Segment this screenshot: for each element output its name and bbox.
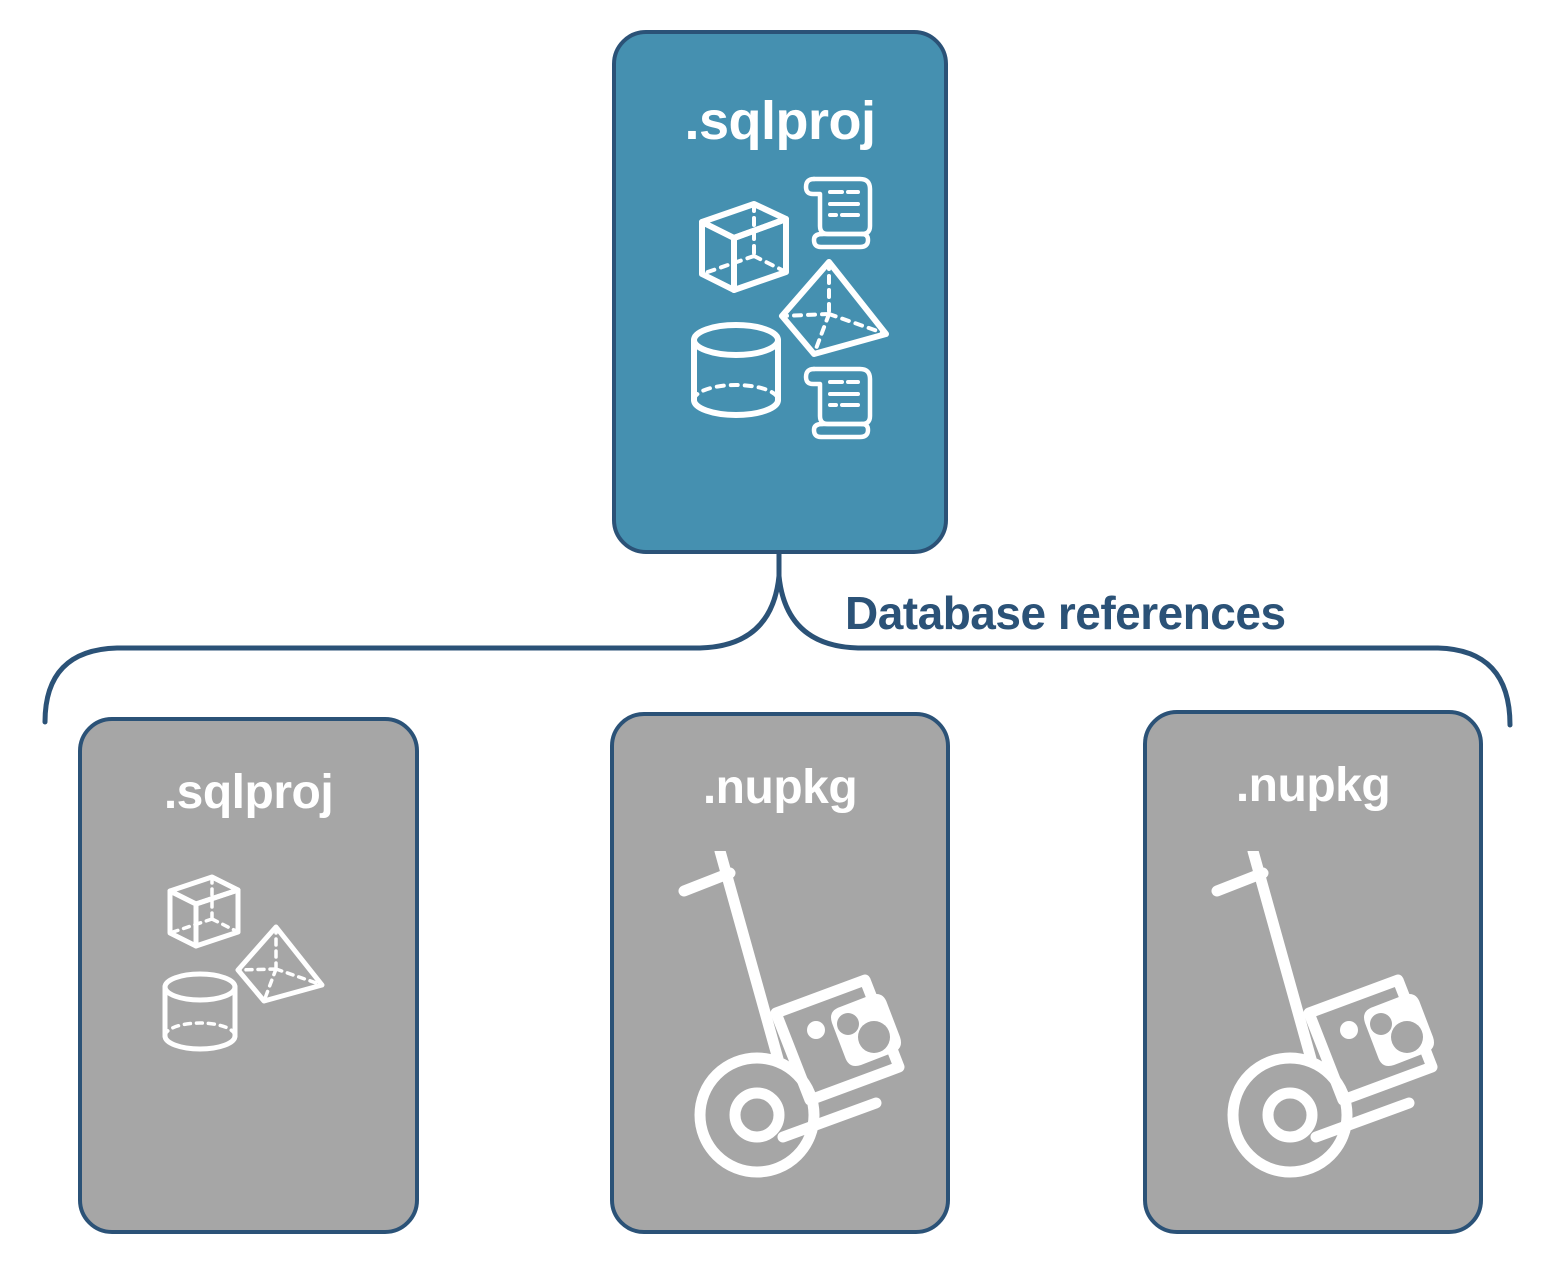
- pyramid-icon: [779, 259, 889, 357]
- hand-truck-package-svg: [678, 845, 905, 1178]
- connector-label: Database references: [845, 587, 1286, 639]
- node-child-nupkg-2-label: .nupkg: [1235, 759, 1391, 812]
- nuget-glyph: [1340, 994, 1434, 1066]
- child-sqlproj-icons-svg: [162, 874, 325, 1052]
- pyramid-icon: [235, 924, 325, 1004]
- node-child-nupkg-2[interactable]: .nupkg: [1143, 710, 1483, 1234]
- parent-icons-svg: [691, 176, 889, 440]
- scroll-icon: [803, 366, 873, 440]
- node-child-nupkg-1[interactable]: .nupkg: [610, 712, 950, 1234]
- nuget-glyph: [807, 994, 901, 1066]
- cube-icon: [167, 874, 241, 949]
- nuget-glyph-holes: [1370, 1013, 1423, 1053]
- node-parent-sqlproj[interactable]: .sqlproj: [612, 30, 948, 554]
- node-child-nupkg-1-label: .nupkg: [702, 761, 858, 814]
- node-child-sqlproj-label: .sqlproj: [163, 766, 334, 819]
- nuget-glyph-holes: [837, 1013, 890, 1053]
- hand-truck-package-icon: [1211, 845, 1438, 1178]
- parent-icon-cluster: [674, 164, 894, 444]
- child-nupkg-1-icon: [654, 845, 914, 1191]
- brace-path: [42, 573, 1513, 728]
- node-parent-label: .sqlproj: [684, 91, 876, 151]
- hand-truck-package-icon: [678, 845, 905, 1178]
- child-nupkg-2-icon: [1187, 845, 1447, 1191]
- cylinder-icon: [691, 322, 781, 418]
- cylinder-icon: [162, 971, 238, 1052]
- cube-icon: [699, 201, 789, 293]
- node-child-sqlproj[interactable]: .sqlproj: [78, 717, 419, 1234]
- child-sqlproj-icon-cluster: [156, 869, 356, 1094]
- hand-truck-package-svg: [1211, 845, 1438, 1178]
- scroll-icon: [803, 176, 873, 250]
